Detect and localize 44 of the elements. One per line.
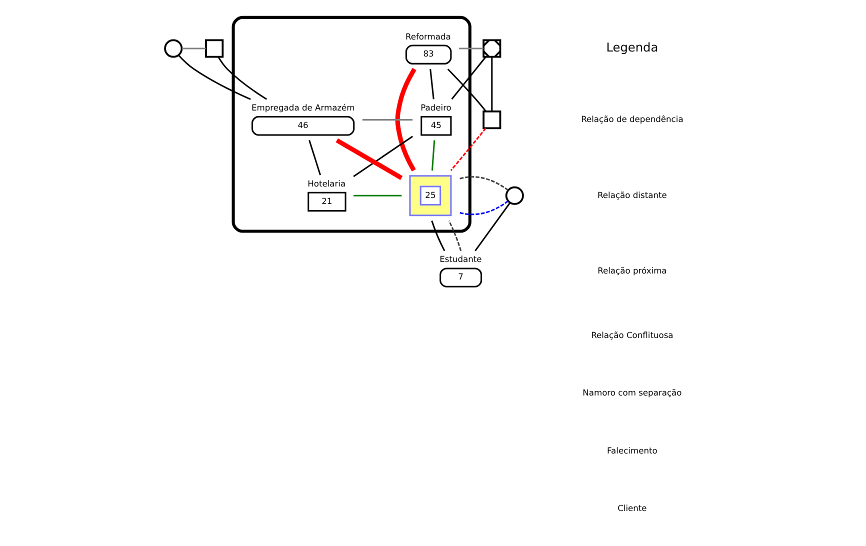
connector — [450, 56, 486, 100]
connector — [430, 220, 445, 252]
label: Legenda — [606, 40, 658, 54]
node-box: 7 — [439, 268, 482, 288]
connector — [430, 140, 435, 171]
connector — [458, 176, 508, 191]
node-box: 21 — [307, 192, 346, 212]
connector — [446, 68, 486, 112]
legend-label: Relação distante — [597, 190, 666, 200]
legend-label: Falecimento — [606, 445, 657, 456]
connector — [394, 68, 416, 172]
node-label: Reformada — [404, 31, 450, 42]
legend-label: Relação Conflituosa — [590, 330, 673, 340]
node-box: 46 — [250, 116, 354, 136]
connector — [362, 119, 412, 121]
node-label: Estudante — [439, 254, 482, 264]
legend-label: Namoro com separação — [582, 388, 682, 398]
connector — [448, 220, 462, 252]
connector — [429, 69, 434, 100]
legend-label: Relação próxima — [597, 266, 666, 276]
node-box: 83 — [404, 44, 452, 64]
legend-label: Cliente — [617, 502, 646, 513]
connector — [335, 138, 402, 180]
connector — [308, 140, 321, 176]
connector — [490, 57, 492, 112]
node-box — [482, 110, 501, 130]
connector — [474, 202, 510, 252]
node-circle — [164, 39, 182, 58]
node-box: 45 — [420, 116, 452, 136]
connector — [353, 194, 402, 196]
node-circle — [504, 186, 524, 205]
connector — [217, 56, 267, 100]
connector — [450, 128, 486, 171]
node-box — [204, 39, 224, 58]
node-label: Empregada de Armazém — [250, 102, 354, 113]
connector — [352, 136, 413, 178]
cluster — [231, 16, 471, 233]
connector — [182, 48, 206, 50]
connector — [178, 54, 250, 100]
connector — [458, 200, 508, 216]
node-label: Padeiro — [420, 102, 451, 113]
legend-label: Relação de dependência — [580, 114, 683, 124]
node-label: Hotelaria — [307, 178, 346, 188]
connector — [458, 48, 483, 50]
